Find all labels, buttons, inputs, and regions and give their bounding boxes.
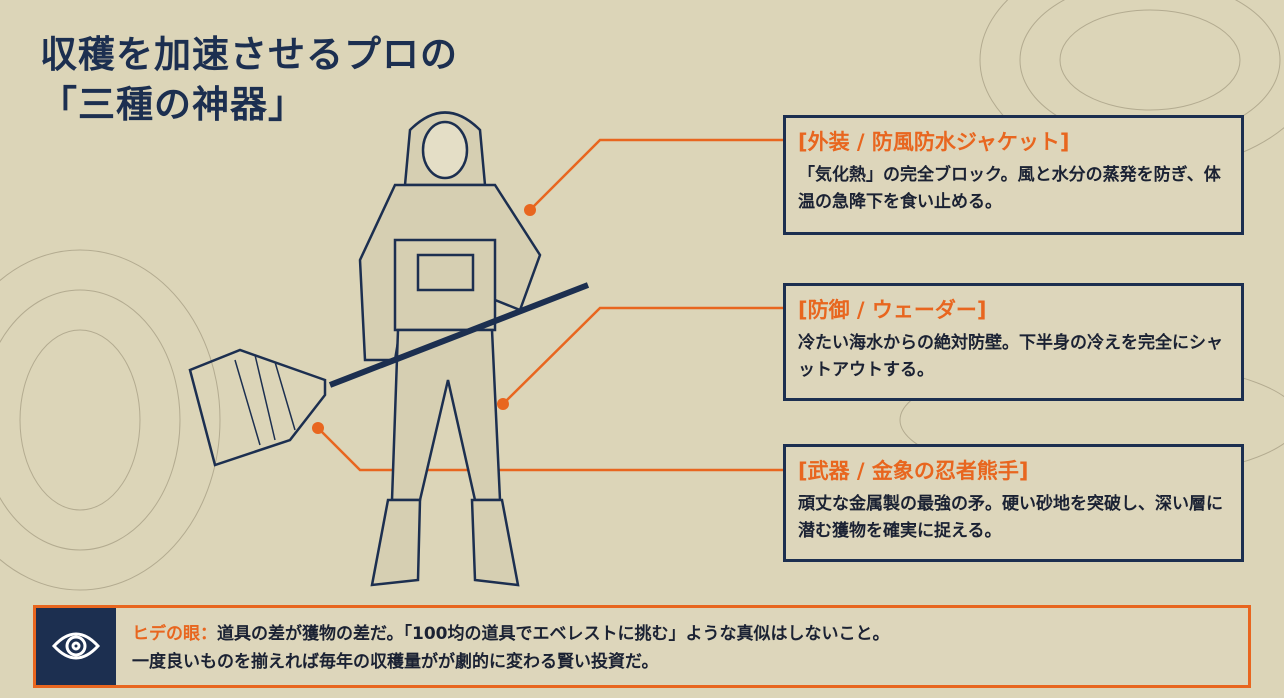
callout-body: 「気化熱」の完全ブロック。風と水分の蒸発を防ぎ、体温の急降下を食い止める。 — [798, 165, 1221, 212]
worker-figure — [188, 111, 590, 587]
callout-jacket: [外装 / 防風防水ジャケット] 「気化熱」の完全ブロック。風と水分の蒸発を防ぎ… — [783, 115, 1244, 235]
callout-heading: [外装 / 防風防水ジャケット] — [798, 130, 1070, 154]
callout-body: 頑丈な金属製の最強の矛。硬い砂地を突破し、深い層に潜む獲物を確実に捉える。 — [798, 494, 1223, 541]
title-line-1: 収穫を加速させるプロの — [40, 33, 458, 76]
page-title: 収穫を加速させるプロの 「三種の神器」 — [40, 30, 458, 130]
callout-heading: [武器 / 金象の忍者熊手] — [798, 459, 1029, 483]
tip-box: ヒデの眼：道具の差が獲物の差だ。「100均の道具でエベレストに挑む」ような真似は… — [33, 605, 1251, 688]
callout-waders: [防御 / ウェーダー] 冷たい海水からの絶対防壁。下半身の冷えを完全にシャット… — [783, 283, 1244, 401]
callout-body: 冷たい海水からの絶対防壁。下半身の冷えを完全にシャットアウトする。 — [798, 333, 1223, 380]
callout-heading: [防御 / ウェーダー] — [798, 298, 987, 322]
tip-line-2: 一度良いものを揃えれば毎年の収穫量がが劇的に変わる賢い投資だ。 — [132, 652, 659, 672]
callout-rake: [武器 / 金象の忍者熊手] 頑丈な金属製の最強の矛。硬い砂地を突破し、深い層に… — [783, 444, 1244, 562]
leader-lines — [317, 138, 783, 472]
title-line-2: 「三種の神器」 — [40, 83, 306, 126]
tip-label: ヒデの眼： — [132, 624, 217, 644]
eye-icon — [36, 608, 116, 685]
tip-line-1: 道具の差が獲物の差だ。「100均の道具でエベレストに挑む」ような真似はしないこと… — [217, 624, 890, 644]
